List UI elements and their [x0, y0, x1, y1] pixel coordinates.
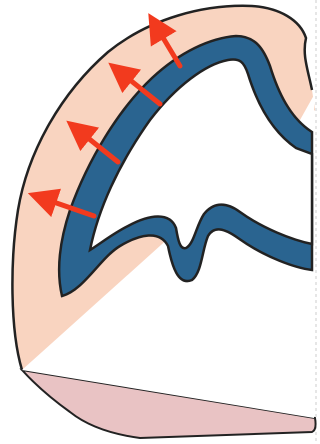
tissue-diagram [0, 0, 320, 444]
diagram-stage [0, 0, 320, 444]
